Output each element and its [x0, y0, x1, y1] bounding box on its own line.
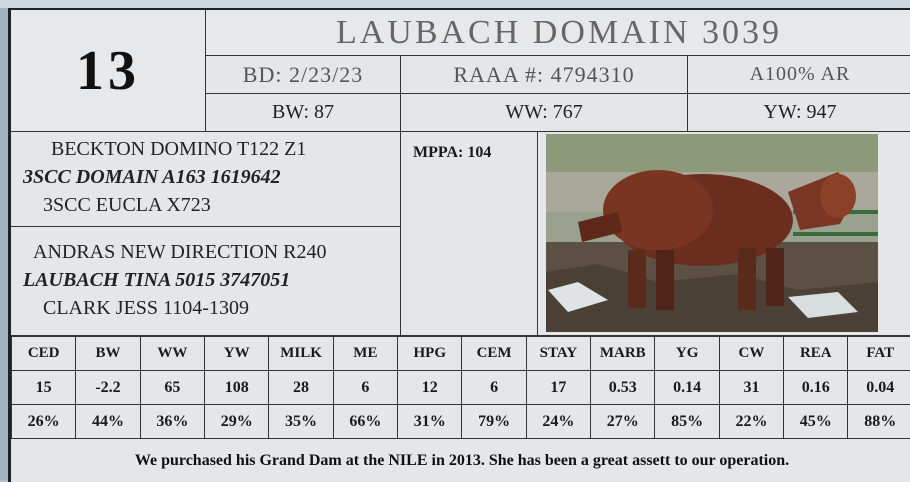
epd-percentile: 79% — [462, 405, 526, 439]
breed-percentage: A100% AR — [688, 56, 910, 94]
epd-header: REA — [784, 337, 848, 371]
birth-date: BD: 2/23/23 — [206, 56, 401, 94]
epd-value: 0.14 — [655, 371, 719, 405]
epd-percentile: 27% — [591, 405, 655, 439]
sire: 3SCC DOMAIN A163 1619642 — [23, 166, 413, 189]
dam: LAUBACH TINA 5015 3747051 — [23, 269, 413, 292]
epd-value: 28 — [269, 371, 333, 405]
epd-header-row: CED BW WW YW MILK ME HPG CEM STAY MARB Y… — [12, 337, 910, 371]
sire-pedigree: BECKTON DOMINO T122 Z1 3SCC DOMAIN A163 … — [11, 132, 401, 227]
animal-name: LAUBACH DOMAIN 3039 — [206, 10, 910, 56]
epd-value: 6 — [333, 371, 397, 405]
epd-percentile: 44% — [76, 405, 140, 439]
epd-header: STAY — [526, 337, 590, 371]
epd-header: CEM — [462, 337, 526, 371]
dam-dam: CLARK JESS 1104-1309 — [43, 297, 433, 320]
epd-header: ME — [333, 337, 397, 371]
epd-percentile: 36% — [140, 405, 204, 439]
epd-percentile: 45% — [784, 405, 848, 439]
epd-value: 12 — [398, 371, 462, 405]
dam-pedigree: ANDRAS NEW DIRECTION R240 LAUBACH TINA 5… — [11, 227, 401, 336]
epd-value: 6 — [462, 371, 526, 405]
epd-header: YG — [655, 337, 719, 371]
dam-sire: ANDRAS NEW DIRECTION R240 — [33, 241, 423, 264]
epd-value: -2.2 — [76, 371, 140, 405]
epd-percentile: 24% — [526, 405, 590, 439]
epd-percentile: 88% — [848, 405, 910, 439]
lot-number: 13 — [11, 10, 206, 132]
epd-header: MARB — [591, 337, 655, 371]
epd-header: BW — [76, 337, 140, 371]
epd-percentile: 66% — [333, 405, 397, 439]
epd-values-row: 15 -2.2 65 108 28 6 12 6 17 0.53 0.14 31… — [12, 371, 910, 405]
epd-percentile: 31% — [398, 405, 462, 439]
mppa-value: MPPA: 104 — [401, 132, 538, 336]
bull-photo — [538, 132, 910, 336]
epd-percentile: 22% — [719, 405, 783, 439]
epd-percentile: 26% — [12, 405, 76, 439]
epd-value: 15 — [12, 371, 76, 405]
epd-value: 17 — [526, 371, 590, 405]
epd-table: CED BW WW YW MILK ME HPG CEM STAY MARB Y… — [11, 336, 910, 439]
epd-header: MILK — [269, 337, 333, 371]
registration-number: RAAA #: 4794310 — [401, 56, 688, 94]
epd-value: 0.16 — [784, 371, 848, 405]
epd-value: 0.04 — [848, 371, 910, 405]
epd-header: WW — [140, 337, 204, 371]
epd-header: YW — [205, 337, 269, 371]
epd-header: CW — [719, 337, 783, 371]
sire-sire: BECKTON DOMINO T122 Z1 — [51, 138, 441, 161]
epd-percentile: 85% — [655, 405, 719, 439]
epd-value: 0.53 — [591, 371, 655, 405]
epd-header: CED — [12, 337, 76, 371]
sale-lot-card: 13 LAUBACH DOMAIN 3039 BD: 2/23/23 RAAA … — [8, 8, 910, 482]
epd-percentile: 35% — [269, 405, 333, 439]
weaning-weight: WW: 767 — [401, 94, 688, 132]
epd-percentile-row: 26% 44% 36% 29% 35% 66% 31% 79% 24% 27% … — [12, 405, 910, 439]
yearling-weight: YW: 947 — [688, 94, 910, 132]
epd-percentile: 29% — [205, 405, 269, 439]
epd-value: 65 — [140, 371, 204, 405]
footer-note: We purchased his Grand Dam at the NILE i… — [11, 440, 910, 482]
top-clip — [0, 0, 910, 8]
epd-header: HPG — [398, 337, 462, 371]
birth-weight: BW: 87 — [206, 94, 401, 132]
epd-header: FAT — [848, 337, 910, 371]
epd-value: 31 — [719, 371, 783, 405]
epd-value: 108 — [205, 371, 269, 405]
sire-dam: 3SCC EUCLA X723 — [43, 194, 433, 217]
